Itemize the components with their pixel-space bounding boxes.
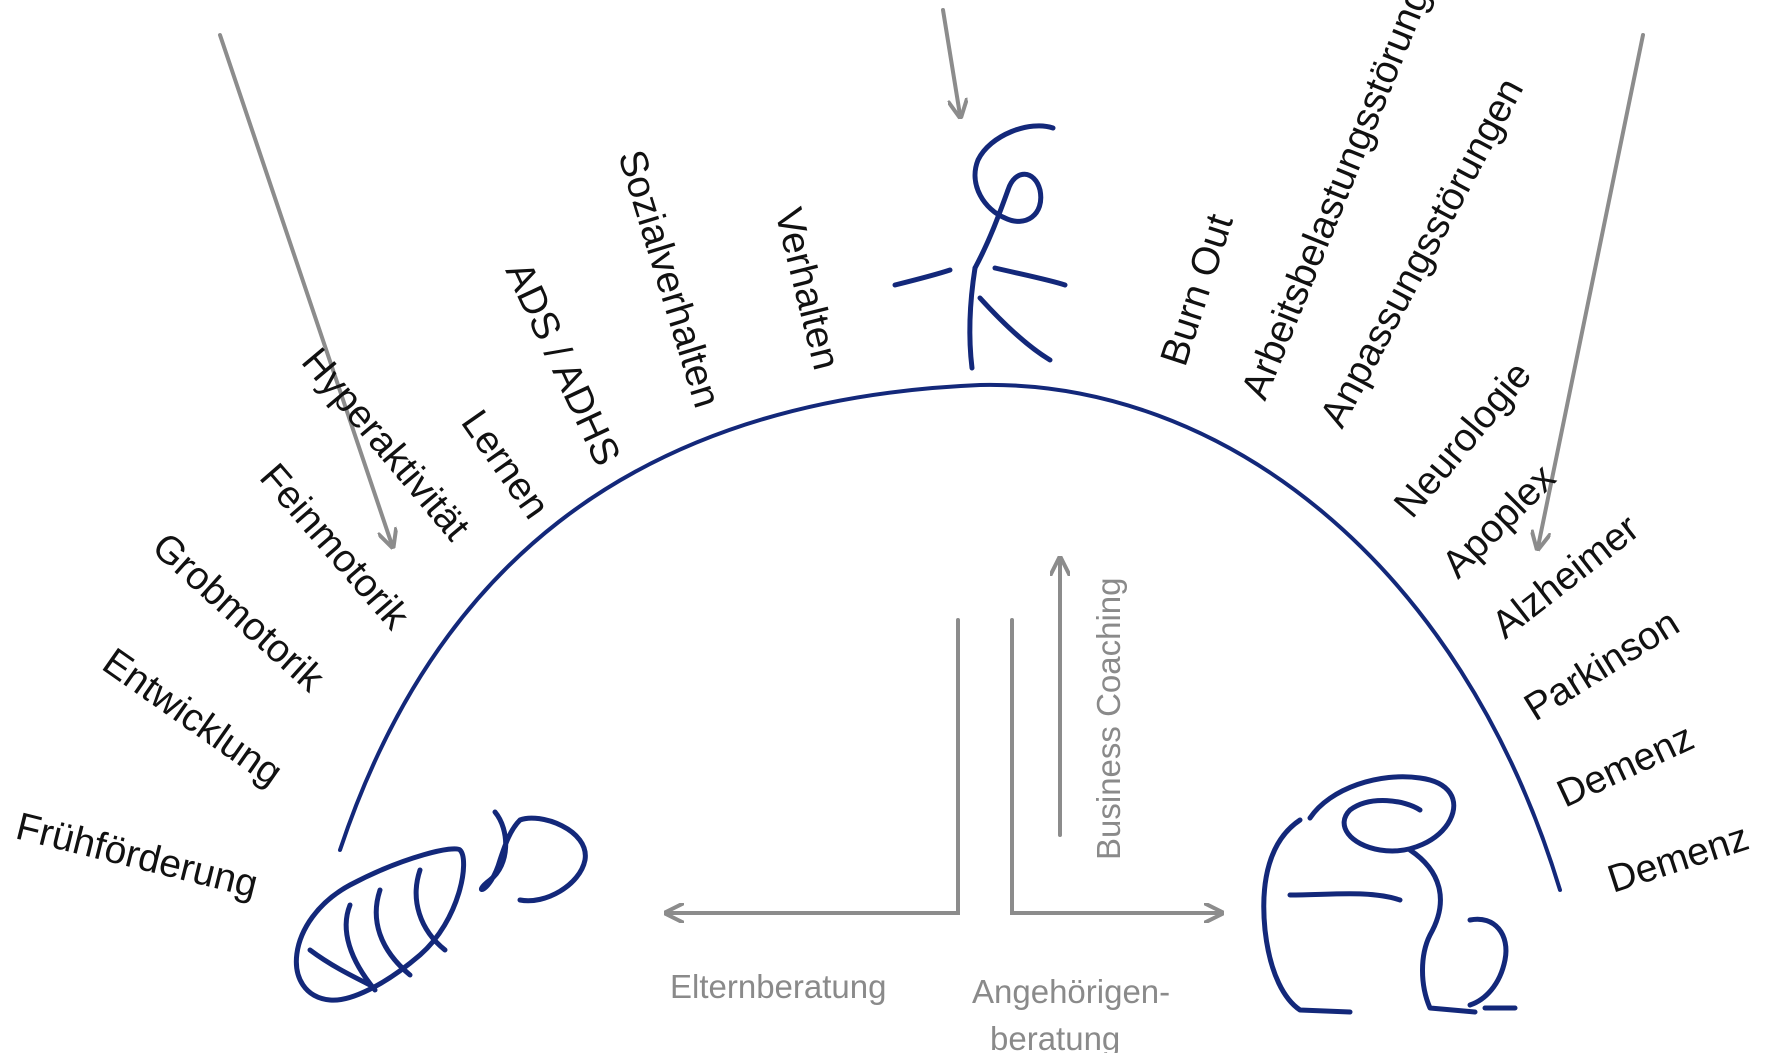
elderly-person-icon	[1261, 774, 1518, 1015]
life-arc	[338, 382, 1562, 892]
label-fruehfoerderung: Frühförderung	[12, 805, 262, 907]
standing-person-icon	[892, 123, 1068, 371]
baby-icon	[293, 809, 588, 1003]
label-elternberatung: Elternberatung	[670, 968, 886, 1005]
label-angehoerigen-line1: Angehörigen-	[972, 973, 1170, 1010]
arrow-left-long	[218, 33, 392, 545]
angehoerigen-arrow	[1010, 618, 1220, 913]
arrow-top-short	[941, 8, 960, 115]
elternberatung-arrow	[668, 618, 960, 913]
label-entwicklung: Entwicklung	[95, 640, 290, 795]
label-demenz-1: Demenz	[1551, 716, 1701, 816]
label-burn-out: Burn Out	[1153, 209, 1242, 371]
label-verhalten: Verhalten	[766, 204, 848, 374]
label-sozialverhalten: Sozialverhalten	[609, 145, 728, 413]
label-arbeitsbelastung: Arbeitsbelastungsstörungen	[1233, 0, 1454, 405]
label-grobmotorik: Grobmotorik	[144, 525, 333, 701]
arrow-right-long	[1538, 33, 1645, 547]
label-lernen: Lernen	[453, 402, 558, 526]
label-business-coaching: Business Coaching	[1090, 578, 1127, 861]
label-angehoerigen-line2: beratung	[990, 1020, 1120, 1053]
label-ads-adhs: ADS / ADHS	[497, 256, 628, 473]
label-demenz-2: Demenz	[1602, 816, 1753, 902]
